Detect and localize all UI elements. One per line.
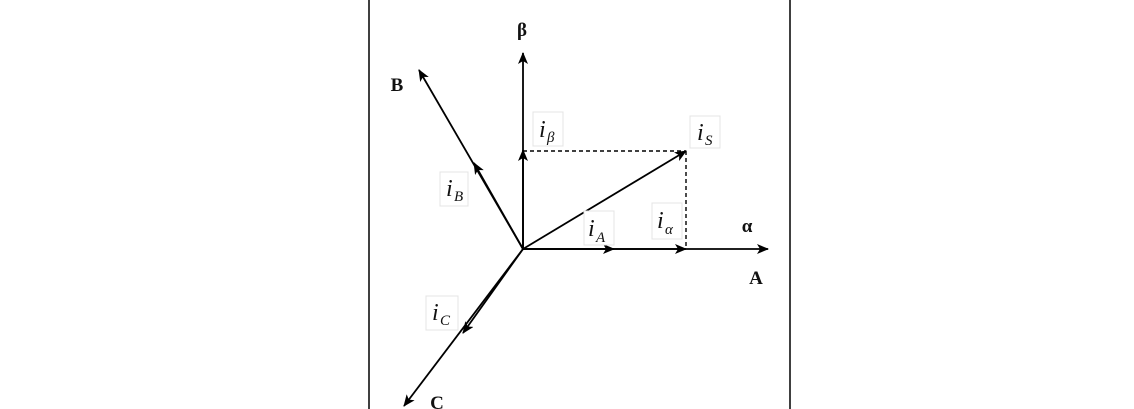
i-a-label-main: i [588, 216, 595, 242]
c-axis-label: C [430, 393, 444, 409]
b-axis-label: B [391, 75, 404, 96]
i-alpha-label: i α [651, 202, 683, 240]
i-beta-label-box [532, 111, 564, 147]
i-beta-label-main: i [539, 117, 546, 143]
i-b-label: i B [439, 171, 469, 207]
i-s-label-main: i [697, 120, 704, 146]
i-b-vector [473, 162, 524, 250]
i-a-label: i A [583, 210, 615, 246]
i-s-label: i S [689, 115, 721, 149]
i-c-label: i C [425, 295, 459, 331]
i-alpha-label-sub: α [665, 222, 674, 238]
i-b-label-sub: B [454, 189, 463, 205]
beta-axis-label: β [517, 20, 527, 41]
i-alpha-label-box [651, 202, 683, 240]
i-b-label-box [439, 171, 469, 207]
i-beta-label-sub: β [546, 130, 555, 146]
i-s-label-sub: S [705, 133, 713, 149]
i-s-vector [522, 150, 687, 250]
i-alpha-label-main: i [657, 208, 664, 234]
i-c-label-sub: C [440, 313, 451, 329]
i-c-vector [462, 248, 524, 334]
i-c-label-main: i [432, 300, 439, 326]
i-c-label-box [425, 295, 459, 331]
a-axis-label: A [749, 268, 763, 289]
i-a-label-box [583, 210, 615, 246]
i-beta-label: i β [532, 111, 564, 147]
i-b-label-main: i [446, 176, 453, 202]
i-a-label-sub: A [595, 230, 606, 246]
i-s-label-box [689, 115, 721, 149]
alpha-axis-label: α [742, 216, 753, 237]
